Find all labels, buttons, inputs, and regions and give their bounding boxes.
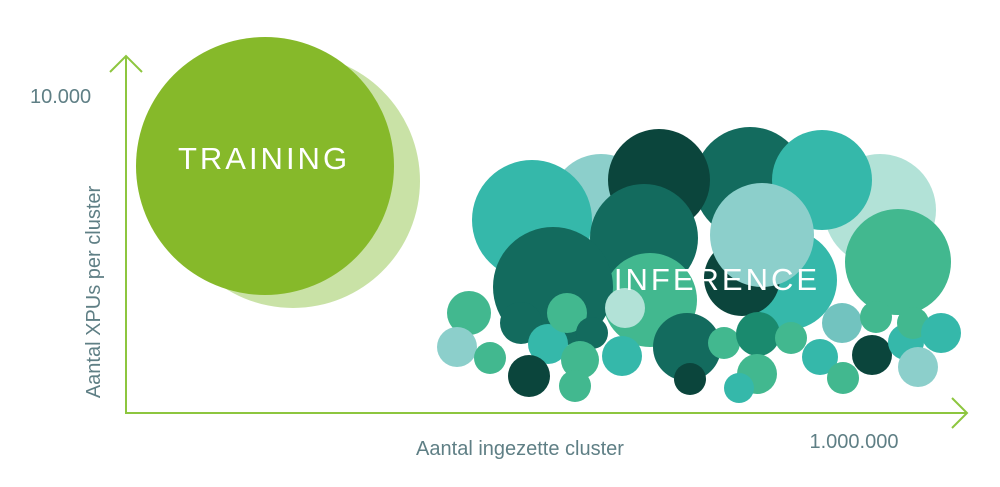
training-label: TRAINING — [178, 141, 350, 176]
inference-cluster: INFERENCE — [437, 127, 961, 403]
inference-bubble — [474, 342, 506, 374]
x-axis-label: Aantal ingezette cluster — [416, 438, 624, 460]
inference-bubble — [827, 362, 859, 394]
inference-bubble — [775, 322, 807, 354]
inference-bubble — [897, 307, 929, 339]
inference-bubble — [508, 355, 550, 397]
training-cluster: TRAINING — [136, 37, 420, 308]
inference-bubble — [736, 312, 780, 356]
inference-bubble — [852, 335, 892, 375]
inference-bubble — [860, 301, 892, 333]
inference-bubble — [921, 313, 961, 353]
inference-bubble — [605, 288, 645, 328]
x-max-label: 1.000.000 — [810, 431, 899, 453]
x-axis-arrowhead — [951, 397, 969, 429]
y-max-label: 10.000 — [30, 86, 91, 108]
inference-bubble — [528, 324, 568, 364]
training-bubble — [136, 37, 394, 295]
inference-bubble — [845, 209, 951, 315]
inference-bubble — [724, 373, 754, 403]
y-axis-arrowhead — [109, 54, 143, 73]
inference-bubble — [822, 303, 862, 343]
inference-bubble — [802, 339, 838, 375]
inference-label: INFERENCE — [614, 262, 820, 297]
inference-bubble — [559, 370, 591, 402]
inference-bubble — [674, 363, 706, 395]
inference-bubble — [437, 327, 477, 367]
inference-bubble — [576, 317, 608, 349]
inference-bubble — [898, 347, 938, 387]
inference-bubble — [708, 327, 740, 359]
inference-bubble — [602, 336, 642, 376]
inference-bubble — [561, 341, 599, 379]
y-axis-label: Aantal XPUs per cluster — [83, 186, 105, 399]
inference-bubble — [547, 293, 587, 333]
inference-bubble — [710, 183, 814, 287]
inference-bubble — [447, 291, 491, 335]
axes — [109, 54, 969, 429]
inference-bubble — [653, 313, 721, 381]
